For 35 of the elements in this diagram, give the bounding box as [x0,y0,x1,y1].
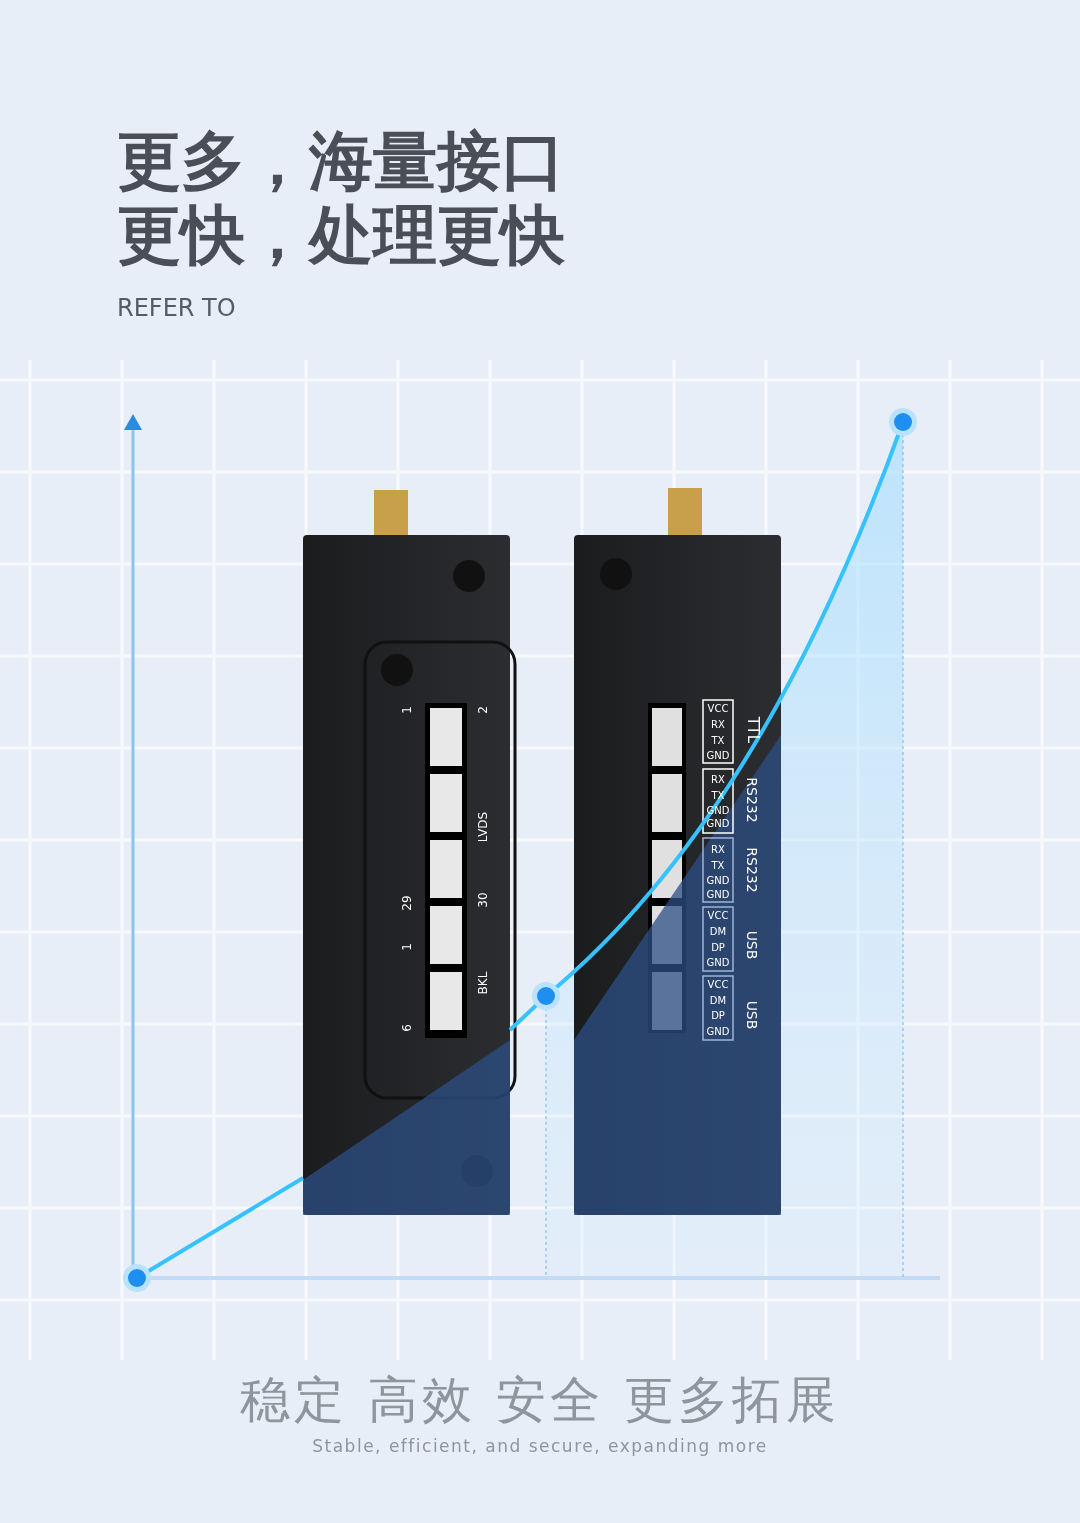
slogan-translation: Stable, efficient, and secure, expanding more [312,1437,768,1455]
signal-label: TX [711,861,725,871]
signal-label: VCC [707,911,729,921]
pin-label: 6 [401,1024,413,1032]
signal-label: DM [709,996,727,1006]
signal-label: RX [711,775,725,785]
signal-label: RX [711,845,725,855]
signal-label: DP [711,1011,725,1021]
port-label: TTL [744,716,760,744]
port-label: BKL [477,971,489,995]
signal-label: GND [706,819,730,829]
signal-label: GND [706,1027,730,1037]
port-label: RS232 [745,777,759,823]
pin-label: 1 [401,706,413,714]
signal-label: GND [706,751,730,761]
signal-label: DP [711,943,725,953]
pin-label: 30 [477,892,489,908]
signal-label: RX [711,720,725,730]
signal-label: DM [709,927,727,937]
signal-label: VCC [707,980,729,990]
signal-label: GND [706,876,730,886]
signal-label: VCC [707,704,729,714]
signal-label: GND [706,958,730,968]
pin-label: 2 [477,706,489,714]
subtitle: REFER TO [117,296,236,320]
port-label: USB [745,1000,759,1030]
slogan: 稳定 高效 安全 更多拓展 [240,1375,840,1425]
port-label: LVDS [477,811,489,843]
pin-label: 29 [401,895,413,911]
signal-label: GND [706,890,730,900]
port-label: USB [745,930,759,960]
title: 更多，海量接口更快，处理更快 [117,124,566,272]
port-label: RS232 [745,847,759,893]
pin-label: 1 [401,943,413,951]
signal-label: TX [711,736,725,746]
